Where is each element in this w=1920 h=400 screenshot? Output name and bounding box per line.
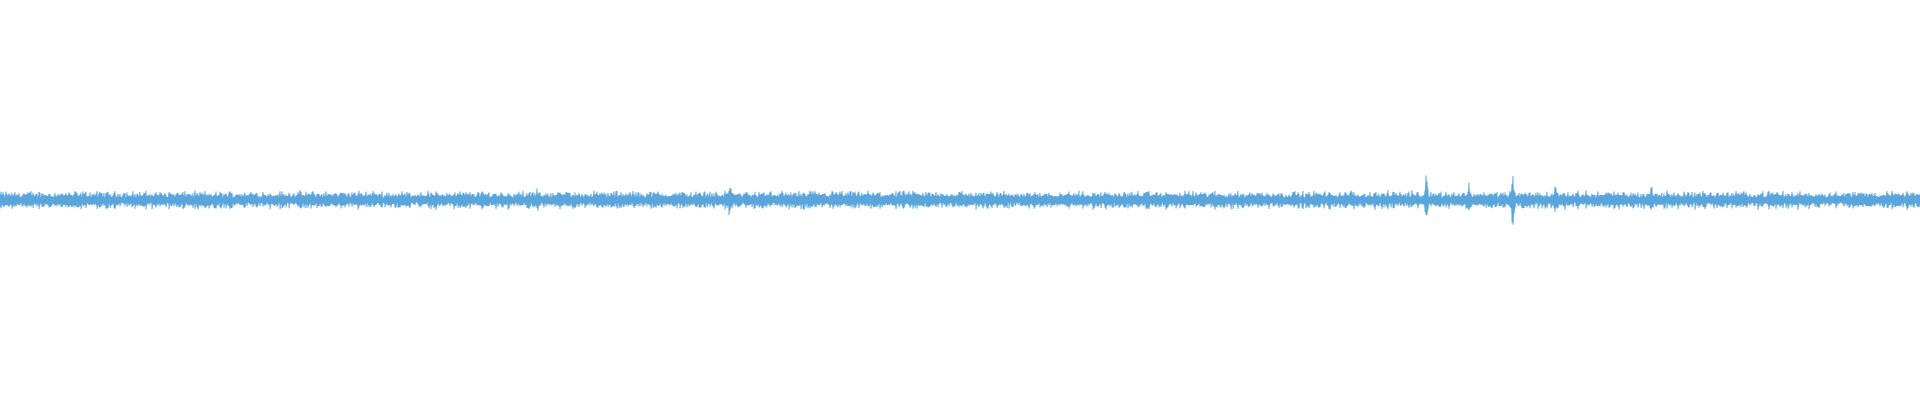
waveform-band — [0, 175, 1920, 225]
